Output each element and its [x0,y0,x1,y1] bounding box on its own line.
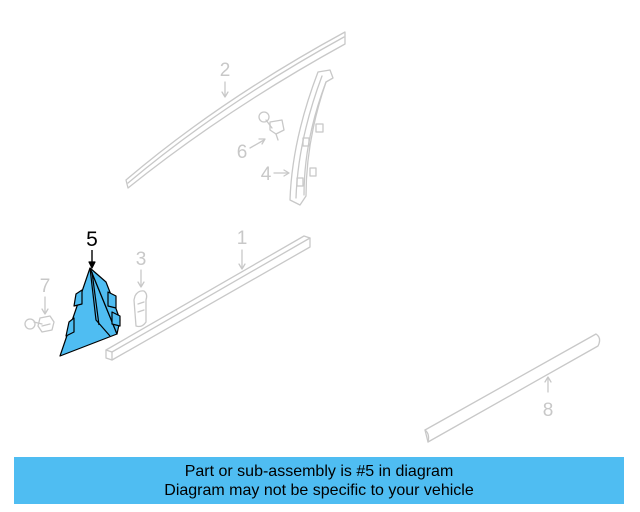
parts-diagram: 2 6 4 1 3 7 5 8 [24,31,601,443]
part-2-roof-molding[interactable] [125,31,346,189]
banner-line-disclaimer: Diagram may not be specific to your vehi… [164,481,474,499]
callout-5[interactable]: 5 [86,228,98,251]
callout-7: 7 [40,276,51,297]
callout-6: 6 [237,142,248,163]
part-1-belt-molding[interactable] [105,235,311,361]
info-banner: Part or sub-assembly is #5 in diagram Di… [14,457,624,504]
leader-arrows [41,81,552,393]
callout-3: 3 [136,249,147,270]
part-4-pillar-trim[interactable] [289,69,334,206]
part-6-clip[interactable] [258,111,285,141]
callout-2: 2 [220,60,231,81]
part-5-highlighted-panel[interactable] [59,250,121,357]
callout-4: 4 [261,164,272,185]
part-7-clip[interactable] [24,315,55,333]
callout-8: 8 [543,400,554,421]
part-8-door-molding[interactable] [424,333,601,443]
banner-line-part: Part or sub-assembly is #5 in diagram [184,462,454,480]
part-3-cap[interactable] [133,290,148,328]
callout-1: 1 [237,228,248,249]
